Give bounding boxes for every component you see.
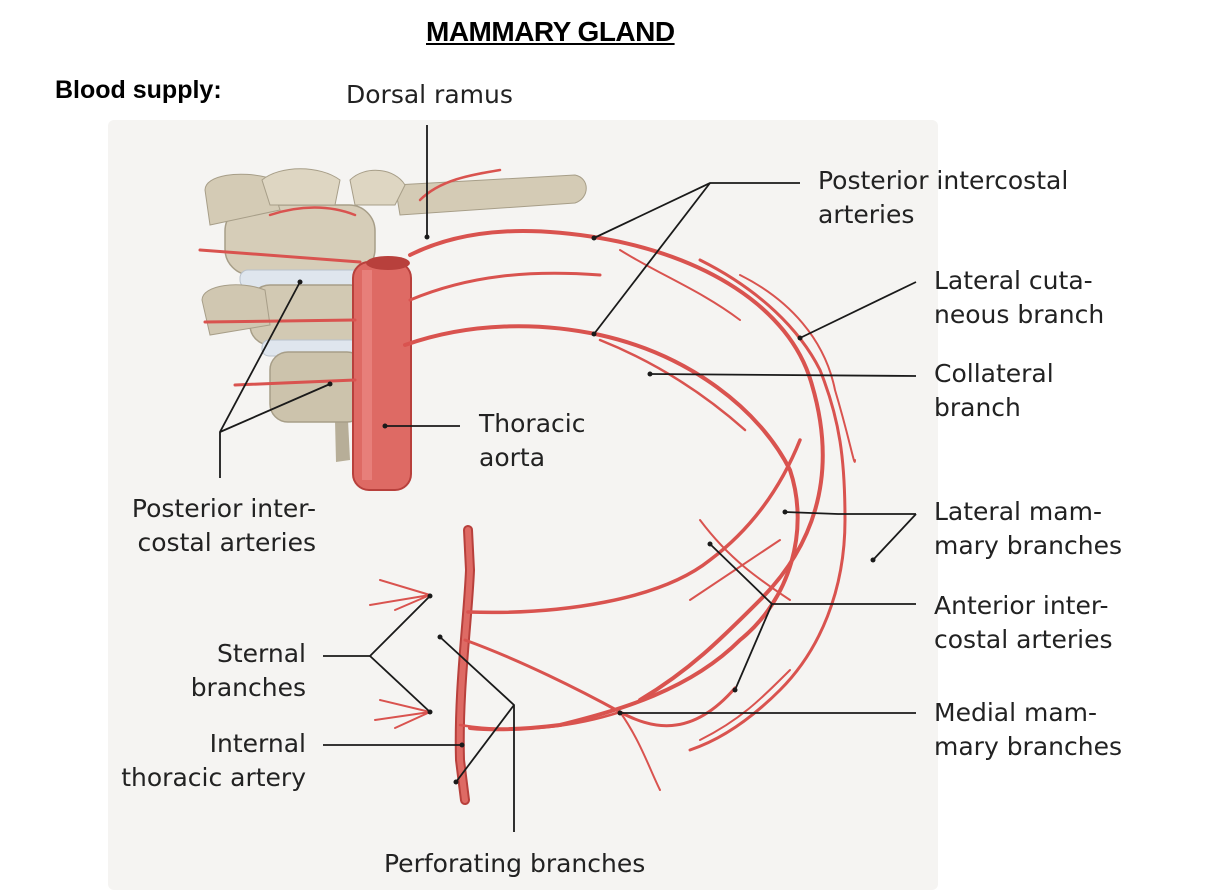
label-collateral-branch: Collateral branch <box>934 357 1054 425</box>
page-title: MAMMARY GLAND <box>426 16 675 47</box>
label-line-1: Medial mam- <box>934 698 1098 727</box>
leader-lines <box>219 125 917 832</box>
label-line-2: aorta <box>479 443 546 472</box>
label-anterior-intercostal-arteries: Anterior inter- costal arteries <box>934 589 1113 657</box>
posterior-intercostal-arteries <box>198 168 825 732</box>
label-perforating-branches: Perforating branches <box>384 849 646 878</box>
label-line-1: Posterior inter- <box>131 494 316 523</box>
label-internal-thoracic-artery: Internal thoracic artery <box>100 727 306 795</box>
label-lateral-cutaneous-branch: Lateral cuta- neous branch <box>934 264 1104 332</box>
vertebral-column <box>201 168 587 462</box>
section-subtitle: Blood supply: <box>55 76 222 104</box>
label-thoracic-aorta: Thoracic aorta <box>479 407 585 475</box>
collateral-and-lateral-branches <box>598 249 856 752</box>
label-posterior-intercostal-arteries-left: Posterior inter- costal arteries <box>100 492 316 560</box>
label-line-1: Anterior inter- <box>934 591 1109 620</box>
label-line-2: mary branches <box>934 732 1123 761</box>
label-line-2: costal arteries <box>137 528 317 557</box>
thoracic-aorta <box>352 256 412 491</box>
label-line-1: Posterior intercostal <box>818 166 1069 195</box>
label-line-2: thoracic artery <box>121 763 306 792</box>
label-line-2: branches <box>190 673 306 702</box>
leader-end-dots <box>297 234 876 785</box>
label-line-1: Internal <box>209 729 306 758</box>
label-line-2: arteries <box>818 200 915 229</box>
label-line-1: Lateral cuta- <box>934 266 1093 295</box>
label-line-1: Thoracic <box>479 409 586 438</box>
label-sternal-branches: Sternal branches <box>150 637 306 705</box>
label-dorsal-ramus: Dorsal ramus <box>346 80 513 109</box>
label-lateral-mammary-branches: Lateral mam- mary branches <box>934 495 1122 563</box>
label-posterior-intercostal-arteries-right: Posterior intercostal arteries <box>818 164 1068 232</box>
label-medial-mammary-branches: Medial mam- mary branches <box>934 696 1122 764</box>
label-line-2: neous branch <box>934 300 1105 329</box>
label-line-1: Sternal <box>216 639 306 668</box>
label-line-2: costal arteries <box>934 625 1113 654</box>
label-line-2: branch <box>934 393 1021 422</box>
label-line-1: Lateral mam- <box>934 497 1102 526</box>
label-line-2: mary branches <box>934 531 1123 560</box>
label-line-1: Collateral <box>934 359 1054 388</box>
